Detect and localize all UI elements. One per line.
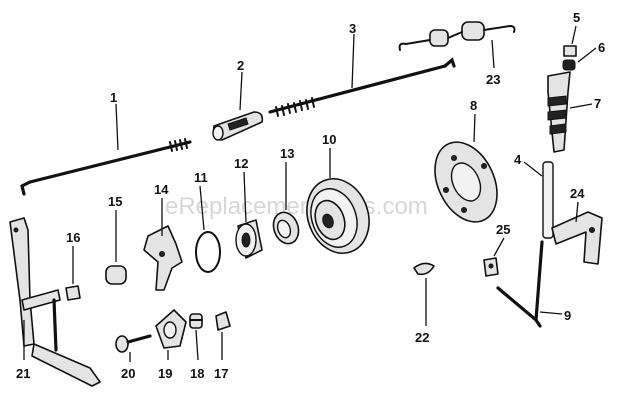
part-9-lever bbox=[496, 240, 544, 328]
callout-6: 6 bbox=[577, 40, 605, 63]
callout-14-label: 14 bbox=[154, 182, 169, 197]
callout-5-label: 5 bbox=[573, 10, 580, 25]
callout-16-label: 16 bbox=[66, 230, 80, 245]
callout-21-label: 21 bbox=[16, 366, 30, 381]
callout-6-label: 6 bbox=[598, 40, 605, 55]
part-2-turnbuckle bbox=[212, 111, 264, 141]
callout-23-label: 23 bbox=[486, 72, 500, 87]
part-24-bracket bbox=[551, 211, 603, 265]
callout-7-label: 7 bbox=[594, 96, 601, 111]
part-25-clip bbox=[483, 257, 499, 277]
callout-22: 22 bbox=[415, 278, 429, 345]
part-21-frame bbox=[9, 217, 101, 387]
callout-23: 23 bbox=[486, 39, 500, 87]
part-10-pulley bbox=[306, 178, 370, 254]
callout-12-label: 12 bbox=[234, 156, 248, 171]
callout-1-label: 1 bbox=[110, 90, 117, 105]
part-17-washer bbox=[215, 311, 231, 331]
callout-17-label: 17 bbox=[214, 366, 228, 381]
part-12-bearing bbox=[235, 219, 263, 259]
callout-10: 10 bbox=[322, 132, 336, 178]
part-11-ring bbox=[195, 231, 221, 273]
callout-4: 4 bbox=[514, 152, 543, 177]
callout-1: 1 bbox=[110, 90, 119, 151]
callout-15: 15 bbox=[108, 194, 122, 262]
callout-9-label: 9 bbox=[564, 308, 571, 323]
callout-20-label: 20 bbox=[121, 366, 135, 381]
part-5-nut bbox=[563, 45, 577, 57]
callout-5: 5 bbox=[571, 10, 580, 45]
callout-19-label: 19 bbox=[158, 366, 172, 381]
callout-11: 11 bbox=[194, 170, 208, 231]
callout-13: 13 bbox=[280, 146, 294, 210]
part-14-fork bbox=[143, 225, 183, 291]
callout-4-label: 4 bbox=[514, 152, 522, 167]
callout-8: 8 bbox=[470, 98, 477, 143]
callout-15-label: 15 bbox=[108, 194, 122, 209]
callout-3-label: 3 bbox=[349, 21, 356, 36]
callout-14: 14 bbox=[154, 182, 169, 236]
callout-13-label: 13 bbox=[280, 146, 294, 161]
part-3-threaded-rod bbox=[268, 57, 456, 117]
callout-7: 7 bbox=[569, 96, 601, 111]
part-6-spring bbox=[562, 59, 576, 71]
part-18-spring bbox=[189, 313, 203, 329]
callout-25: 25 bbox=[493, 222, 510, 257]
part-20-bolt bbox=[115, 334, 152, 353]
callout-22-label: 22 bbox=[415, 330, 429, 345]
callout-17: 17 bbox=[214, 332, 228, 381]
callout-24-label: 24 bbox=[570, 186, 585, 201]
part-19-clamp bbox=[155, 309, 187, 349]
callout-10-label: 10 bbox=[322, 132, 336, 147]
part-7-grip bbox=[547, 71, 571, 153]
callout-24: 24 bbox=[570, 186, 585, 223]
callout-11-label: 11 bbox=[194, 170, 208, 185]
callout-2: 2 bbox=[237, 58, 244, 111]
watermark: eReplacementParts.com bbox=[165, 193, 428, 220]
callout-25-label: 25 bbox=[496, 222, 510, 237]
part-16-nut bbox=[65, 285, 81, 301]
callout-3: 3 bbox=[349, 21, 356, 89]
callout-20: 20 bbox=[121, 352, 135, 381]
part-15-sleeve bbox=[105, 265, 127, 285]
part-1-rod bbox=[20, 138, 192, 196]
part-23-spring bbox=[398, 21, 516, 51]
callout-18: 18 bbox=[190, 329, 204, 381]
callout-16: 16 bbox=[66, 230, 80, 284]
callout-19: 19 bbox=[158, 350, 172, 381]
part-13-bushing bbox=[272, 211, 300, 245]
callout-8-label: 8 bbox=[470, 98, 477, 113]
callout-21: 21 bbox=[16, 320, 30, 381]
callout-2-label: 2 bbox=[237, 58, 244, 73]
callout-12: 12 bbox=[234, 156, 248, 223]
part-4-rod bbox=[542, 161, 554, 239]
part-22-hairpin bbox=[413, 262, 435, 276]
callout-18-label: 18 bbox=[190, 366, 204, 381]
callout-9: 9 bbox=[539, 308, 571, 323]
part-8-plate bbox=[434, 141, 498, 223]
